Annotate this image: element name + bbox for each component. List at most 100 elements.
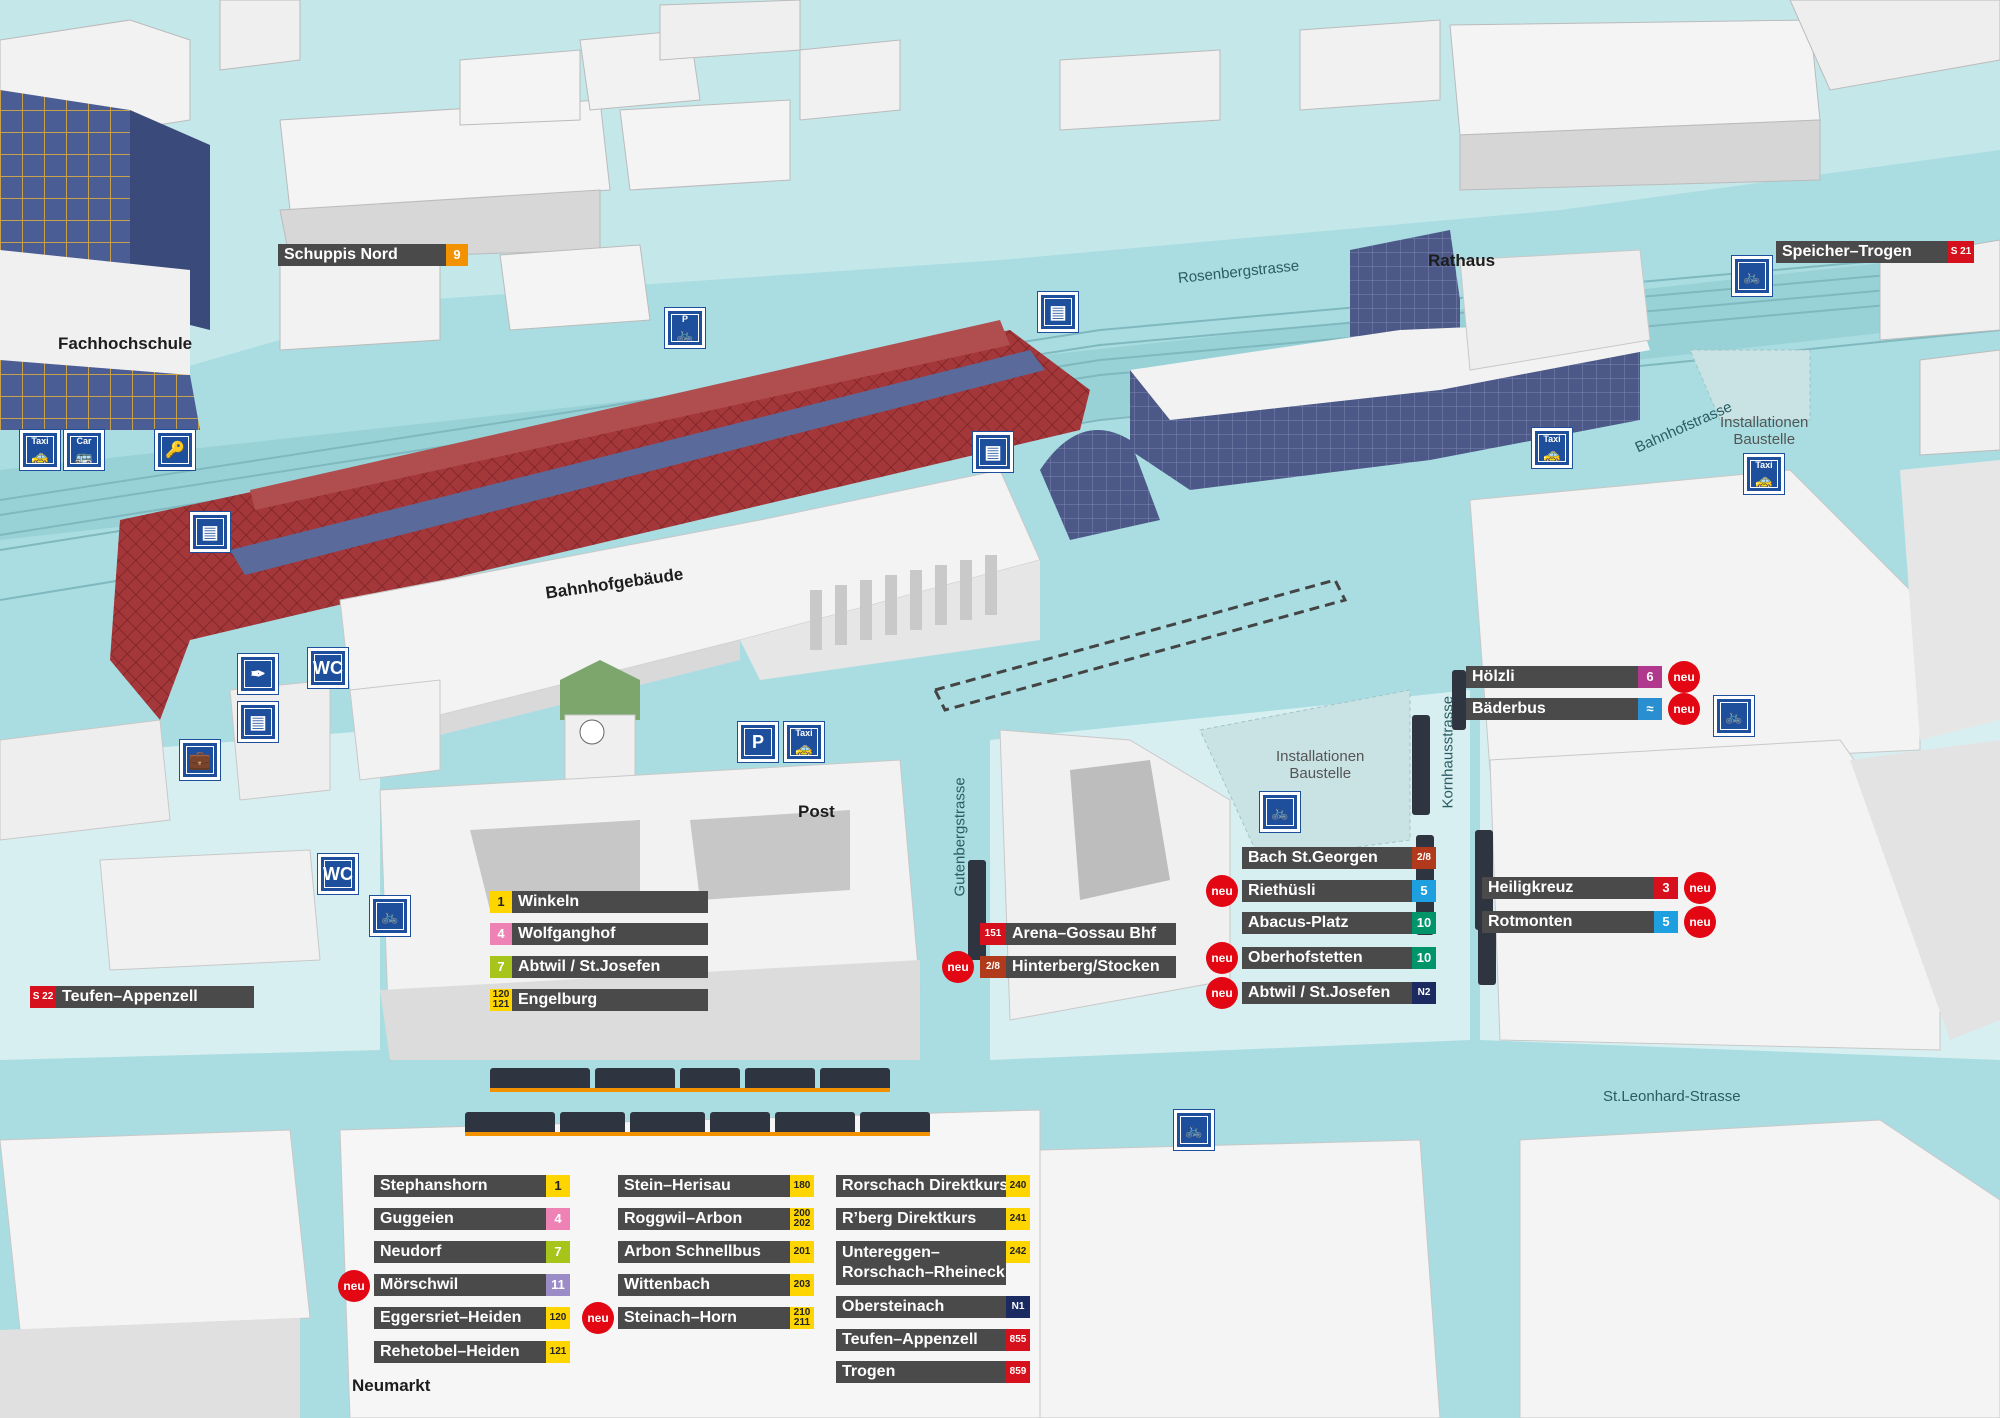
stop-roggwil-arbon[interactable]: Roggwil–Arbon 200 202 <box>618 1208 814 1230</box>
line-badge: 11 <box>546 1274 570 1296</box>
ticket-machine-icon[interactable]: ▤ <box>1037 291 1079 333</box>
stop-schuppis-nord[interactable]: Schuppis Nord 9 <box>278 244 468 266</box>
stop-stein-herisau[interactable]: Stein–Herisau 180 <box>618 1175 814 1197</box>
stop-wolfganghof[interactable]: 4 Wolfganghof <box>490 923 708 945</box>
taxi-text-3: Taxi <box>1543 434 1561 444</box>
ticket-machine-icon-4[interactable]: ▤ <box>237 701 279 743</box>
stop-arbon-schnellbus[interactable]: Arbon Schnellbus 201 <box>618 1241 814 1263</box>
disabled-parking-icon[interactable]: P <box>737 721 779 763</box>
stop-steinach-horn[interactable]: Steinach–Horn 210 211 <box>618 1307 814 1329</box>
stop-heiligkreuz[interactable]: Heiligkreuz 3 <box>1482 877 1678 899</box>
stop-name: Engelburg <box>512 989 708 1011</box>
stop-hoelzli[interactable]: Hölzli 6 <box>1466 666 1662 688</box>
stop-winkeln[interactable]: 1 Winkeln <box>490 891 708 913</box>
taxi-text-4: Taxi <box>1755 460 1773 470</box>
stop-hinterberg-stocken[interactable]: 2/8 Hinterberg/Stocken <box>980 956 1176 978</box>
installationen-label-2: Installationen Baustelle <box>1720 414 1808 448</box>
stop-name: Stein–Herisau <box>618 1175 790 1197</box>
stop-name: Untereggen– Rorschach–Rheineck <box>836 1241 1006 1285</box>
installationen-label-1: Installationen Baustelle <box>1276 748 1364 782</box>
neu-badge: neu <box>582 1302 614 1334</box>
stop-stephanshorn[interactable]: Stephanshorn 1 <box>374 1175 570 1197</box>
bike-parking-icon-3[interactable]: 🚲 <box>1259 791 1301 833</box>
ticket-machine-icon-2[interactable]: ▤ <box>972 431 1014 473</box>
stop-rberg-direktkurs[interactable]: R’berg Direktkurs 241 <box>836 1208 1030 1230</box>
line-badge: 2/8 <box>1412 847 1436 869</box>
line-badge: 240 <box>1006 1175 1030 1197</box>
bike-parking-icon-2[interactable]: 🚲 <box>369 895 411 937</box>
luggage-icon[interactable]: 💼 <box>179 739 221 781</box>
bike-parking-icon-4[interactable]: 🚲 <box>1731 255 1773 297</box>
stop-name: Wittenbach <box>618 1274 790 1296</box>
stop-obersteinach[interactable]: Obersteinach N1 <box>836 1296 1030 1318</box>
stop-name: Guggeien <box>374 1208 546 1230</box>
stop-teufen-appenzell-s22[interactable]: S 22 Teufen–Appenzell <box>30 986 254 1008</box>
stop-name: Teufen–Appenzell <box>56 986 254 1008</box>
stop-rorschach-direktkurs[interactable]: Rorschach Direktkurs 240 <box>836 1175 1030 1197</box>
neu-badge: neu <box>1206 977 1238 1009</box>
accessible-wc-icon[interactable]: WC <box>317 853 359 895</box>
line-badge: 859 <box>1006 1361 1030 1383</box>
line-badge: 3 <box>1654 877 1678 899</box>
stop-eggersriet-heiden[interactable]: Eggersriet–Heiden 120 <box>374 1307 570 1329</box>
stop-abacus-platz[interactable]: Abacus-Platz 10 <box>1242 912 1436 934</box>
stop-name: Rotmonten <box>1482 911 1654 933</box>
stop-name: Rorschach Direktkurs <box>836 1175 1008 1197</box>
taxi-icon[interactable]: Taxi🚕 <box>19 429 61 471</box>
stop-riethuesli[interactable]: Riethüsli 5 <box>1242 880 1436 902</box>
line-badge: 4 <box>546 1208 570 1230</box>
taxi-icon-4[interactable]: Taxi🚕 <box>1743 453 1785 495</box>
ticket-machine-icon-3[interactable]: ▤ <box>189 511 231 553</box>
stop-wittenbach[interactable]: Wittenbach 203 <box>618 1274 814 1296</box>
stop-oberhofstetten[interactable]: Oberhofstetten 10 <box>1242 947 1436 969</box>
line-badge: 1 <box>490 891 512 913</box>
line-badge: 4 <box>490 923 512 945</box>
neu-badge: neu <box>942 951 974 983</box>
neu-badge: neu <box>1684 872 1716 904</box>
bike-parking-icon-5[interactable]: 🚲 <box>1713 695 1755 737</box>
stop-name: Abtwil / St.Josefen <box>1242 982 1412 1004</box>
stop-name: Trogen <box>836 1361 1006 1383</box>
stop-untereggen-rorschach-rheineck[interactable]: Untereggen– Rorschach–Rheineck 242 <box>836 1241 1030 1285</box>
line-badge: N1 <box>1006 1296 1030 1318</box>
key-bike-icon[interactable]: 🔑 <box>154 429 196 471</box>
line-badge: 855 <box>1006 1329 1030 1351</box>
baustelle-line-1: Baustelle <box>1289 765 1352 782</box>
stop-name: Oberhofstetten <box>1242 947 1412 969</box>
stop-name: Neudorf <box>374 1241 546 1263</box>
bike-parking-icon[interactable]: P🚲 <box>664 307 706 349</box>
stop-name: R’berg Direktkurs <box>836 1208 1006 1230</box>
taxi-icon-2[interactable]: Taxi🚕 <box>783 721 825 763</box>
stop-name: Riethüsli <box>1242 880 1412 902</box>
stop-bach-st-georgen[interactable]: Bach St.Georgen 2/8 <box>1242 847 1436 869</box>
stop-teufen-appenzell-855[interactable]: Teufen–Appenzell 855 <box>836 1329 1030 1351</box>
bike-parking-icon-6[interactable]: 🚲 <box>1173 1109 1215 1151</box>
stop-rehetobel-heiden[interactable]: Rehetobel–Heiden 121 <box>374 1341 570 1363</box>
stop-baederbus[interactable]: Bäderbus ≈ <box>1466 698 1662 720</box>
stop-name: Bach St.Georgen <box>1242 847 1412 869</box>
stop-abtwil-st-josefen[interactable]: 7 Abtwil / St.Josefen <box>490 956 708 978</box>
stop-name: Eggersriet–Heiden <box>374 1307 546 1329</box>
stop-engelburg[interactable]: 120 121 Engelburg <box>490 989 708 1011</box>
stop-moerschwil[interactable]: Mörschwil 11 <box>374 1274 570 1296</box>
stop-guggeien[interactable]: Guggeien 4 <box>374 1208 570 1230</box>
luggage-locker-icon[interactable]: ✒ <box>237 653 279 695</box>
stop-trogen-859[interactable]: Trogen 859 <box>836 1361 1030 1383</box>
stop-neudorf[interactable]: Neudorf 7 <box>374 1241 570 1263</box>
wc-icon[interactable]: WC <box>307 647 349 689</box>
stop-abtwil-st-josefen-n2[interactable]: Abtwil / St.Josefen N2 <box>1242 982 1436 1004</box>
stop-arena-gossau[interactable]: 151 Arena–Gossau Bhf <box>980 923 1176 945</box>
taxi-icon-3[interactable]: Taxi🚕 <box>1531 427 1573 469</box>
stop-rotmonten[interactable]: Rotmonten 5 <box>1482 911 1678 933</box>
installationen-line-2: Installationen <box>1720 414 1809 431</box>
line-badge: 241 <box>1006 1208 1030 1230</box>
stop-name: Roggwil–Arbon <box>618 1208 790 1230</box>
stop-speicher-trogen[interactable]: Speicher–Trogen S 21 <box>1776 241 1974 263</box>
neu-badge: neu <box>338 1270 370 1302</box>
taxi-text-2: Taxi <box>795 728 813 738</box>
line-badge: 2/8 <box>980 956 1006 978</box>
line-badge: 201 <box>790 1241 814 1263</box>
stop-name: Bäderbus <box>1466 698 1638 720</box>
car-icon[interactable]: Car🚌 <box>63 429 105 471</box>
